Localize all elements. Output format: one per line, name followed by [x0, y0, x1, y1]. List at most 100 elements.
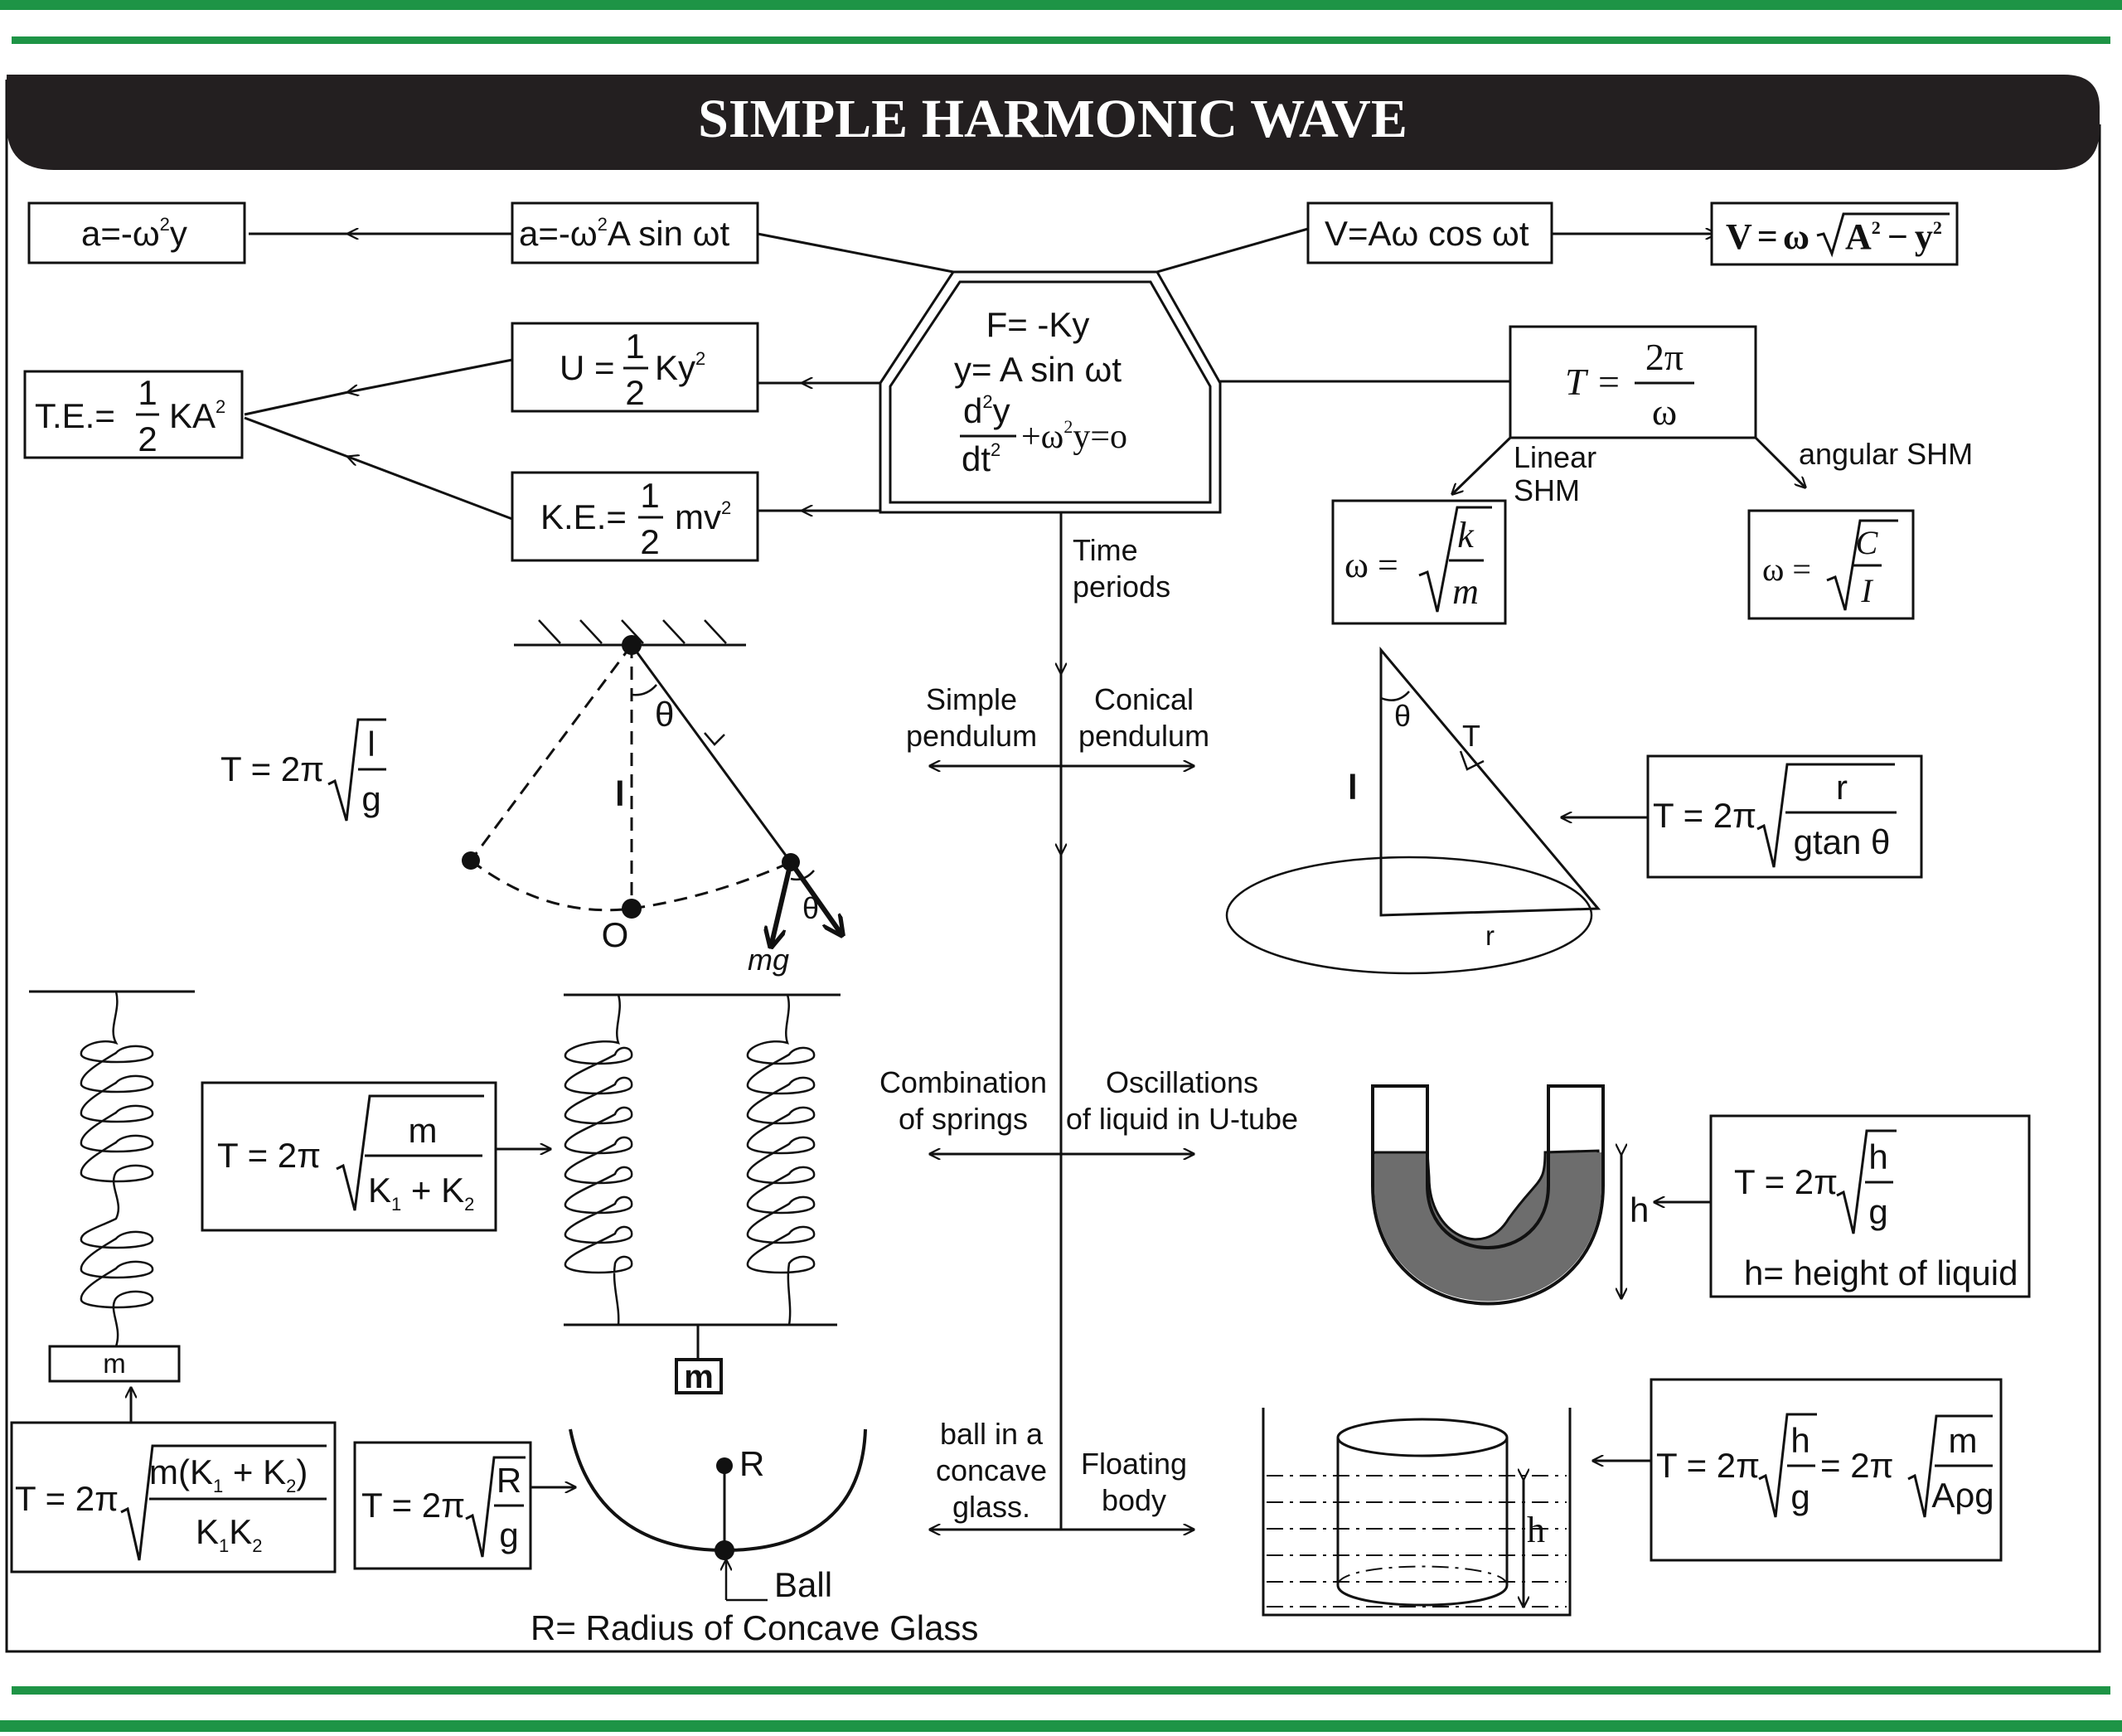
- svg-text:SHM: SHM: [1514, 473, 1580, 507]
- svg-text:Ball: Ball: [774, 1565, 832, 1604]
- svg-text:1: 1: [625, 327, 644, 366]
- central-box: F= -Ky y= A sin ωt d2y dt2 +ω2y=o: [879, 270, 1222, 514]
- concave-glass: R Ball R= Radius of Concave Glass: [530, 1428, 978, 1647]
- svg-text:gtan θ: gtan θ: [1794, 822, 1891, 861]
- top-band-2: [12, 36, 2110, 44]
- svg-text:C: C: [1856, 524, 1879, 561]
- svg-text:=: =: [1598, 361, 1620, 403]
- te-arrow-ke: [348, 457, 513, 521]
- header-bar: [7, 75, 2100, 170]
- svg-text:T = 2π: T = 2π: [1656, 1446, 1760, 1485]
- svg-text:1: 1: [640, 476, 659, 515]
- svg-text:2: 2: [640, 522, 659, 561]
- svg-text:T = 2π: T = 2π: [1734, 1162, 1838, 1201]
- floating-formula-box: T = 2π h g = 2π m Aρg: [1650, 1378, 2003, 1562]
- svg-text:ω: ω: [1652, 390, 1677, 433]
- svg-text:g: g: [499, 1515, 518, 1554]
- svg-text:m: m: [409, 1111, 438, 1150]
- svg-text:ω =: ω =: [1344, 545, 1398, 585]
- svg-text:θ: θ: [1394, 699, 1411, 733]
- svg-text:V=Aω cos ωt: V=Aω cos ωt: [1325, 214, 1529, 253]
- svg-text:d2y: d2y: [963, 391, 1010, 430]
- svg-text:I: I: [1860, 572, 1873, 609]
- svg-text:h: h: [1630, 1190, 1649, 1229]
- series-formula-box: T = 2π m K1 + K2: [201, 1081, 497, 1232]
- u-tube: h: [1371, 1084, 1649, 1306]
- pe-box: U = 1 2 Ky2: [511, 322, 759, 413]
- svg-text:body: body: [1102, 1483, 1166, 1517]
- svg-text:K1K2: K1K2: [196, 1512, 263, 1556]
- te-box: T.E.= 1 2 KA2: [23, 370, 244, 459]
- svg-text:R: R: [497, 1461, 521, 1500]
- svg-text:a=-ω2A sin ωt: a=-ω2A sin ωt: [519, 214, 729, 253]
- svg-text:h: h: [1868, 1137, 1887, 1176]
- svg-text:R: R: [739, 1444, 764, 1483]
- svg-text:K1 + K2: K1 + K2: [368, 1171, 474, 1215]
- bottom-band-2: [0, 1720, 2122, 1732]
- acc-simple-box: a=-ω2y: [27, 201, 246, 264]
- svg-text:F= -Ky: F= -Ky: [986, 305, 1090, 344]
- svg-text:dt2: dt2: [962, 439, 1000, 478]
- svg-text:1: 1: [138, 373, 157, 412]
- svg-text:h: h: [1527, 1510, 1545, 1550]
- svg-text:Oscillations: Oscillations: [1106, 1065, 1258, 1099]
- linear-arrow: [1452, 436, 1512, 494]
- svg-text:angular SHM: angular SHM: [1799, 437, 1973, 471]
- svg-text:mv2: mv2: [675, 497, 731, 536]
- simple-pendulum-drawing: θ l O θ mg: [462, 619, 842, 977]
- floating-body: h: [1262, 1408, 1572, 1617]
- svg-text:U =: U =: [560, 348, 615, 387]
- conical-formula-box: T = 2π r gtan θ: [1646, 754, 1923, 879]
- acc-box: a=-ω2A sin ωt: [511, 201, 759, 264]
- svg-text:T.E.=: T.E.=: [35, 396, 115, 435]
- svg-text:T: T: [1565, 361, 1589, 403]
- angular-omega-box: ω = C I: [1747, 509, 1915, 620]
- svg-text:k: k: [1457, 515, 1475, 555]
- svg-text:T = 2π: T = 2π: [217, 1136, 321, 1175]
- te-arrow-pe: [348, 358, 513, 392]
- svg-text:of liquid in U-tube: of liquid in U-tube: [1066, 1102, 1298, 1136]
- svg-text:h: h: [1790, 1421, 1810, 1460]
- svg-text:m: m: [1949, 1421, 1978, 1460]
- svg-text:V=ω: V=ω: [1726, 216, 1810, 257]
- svg-text:glass.: glass.: [952, 1490, 1030, 1524]
- svg-text:K.E.=: K.E.=: [540, 497, 627, 536]
- svg-text:l: l: [615, 774, 625, 813]
- combined-formula-box: T = 2π m(K1 + K2) K1K2: [5, 1421, 337, 1575]
- svg-text:a=-ω2y: a=-ω2y: [81, 214, 187, 253]
- svg-text:2: 2: [625, 373, 644, 412]
- svg-text:+ω2y=o: +ω2y=o: [1021, 416, 1127, 456]
- utube-formula-box: T = 2π h g h= height of liquid: [1709, 1114, 2031, 1298]
- svg-text:l: l: [1348, 768, 1358, 807]
- svg-text:= 2π: = 2π: [1820, 1446, 1894, 1485]
- svg-text:pendulum: pendulum: [1078, 719, 1209, 753]
- svg-text:Time: Time: [1073, 533, 1138, 567]
- svg-text:r: r: [1836, 768, 1848, 807]
- svg-text:ω =: ω =: [1762, 550, 1811, 588]
- svg-text:of springs: of springs: [899, 1102, 1028, 1136]
- svg-text:concave: concave: [936, 1453, 1047, 1487]
- simple-pendulum-formula: T = 2π l g: [220, 718, 386, 822]
- svg-text:T: T: [1462, 719, 1480, 753]
- linear-omega-box: ω = k m: [1331, 499, 1507, 625]
- svg-text:m: m: [1452, 571, 1479, 612]
- svg-text:A2−y2: A2−y2: [1845, 216, 1942, 257]
- svg-text:ball in a: ball in a: [940, 1417, 1044, 1451]
- svg-text:m: m: [684, 1359, 714, 1395]
- content-frame: [5, 80, 2101, 1653]
- conical-pendulum-drawing: θ T l r: [1225, 646, 1601, 975]
- svg-text:2: 2: [138, 419, 157, 458]
- vel-simple-box: V=ω A2−y2: [1710, 201, 1959, 266]
- page-title: SIMPLE HARMONIC WAVE: [698, 89, 1407, 149]
- svg-text:R= Radius of Concave Glass: R= Radius of Concave Glass: [530, 1608, 978, 1647]
- svg-text:r: r: [1485, 920, 1495, 951]
- svg-text:g: g: [1868, 1192, 1887, 1231]
- svg-text:KA2: KA2: [169, 396, 225, 435]
- svg-text:Combination: Combination: [879, 1065, 1047, 1099]
- svg-text:O: O: [602, 915, 629, 954]
- svg-text:Simple: Simple: [926, 682, 1017, 716]
- svg-text:θ: θ: [802, 891, 819, 925]
- svg-text:h= height of liquid: h= height of liquid: [1744, 1254, 2018, 1292]
- svg-text:m(K1 + K2): m(K1 + K2): [149, 1452, 308, 1496]
